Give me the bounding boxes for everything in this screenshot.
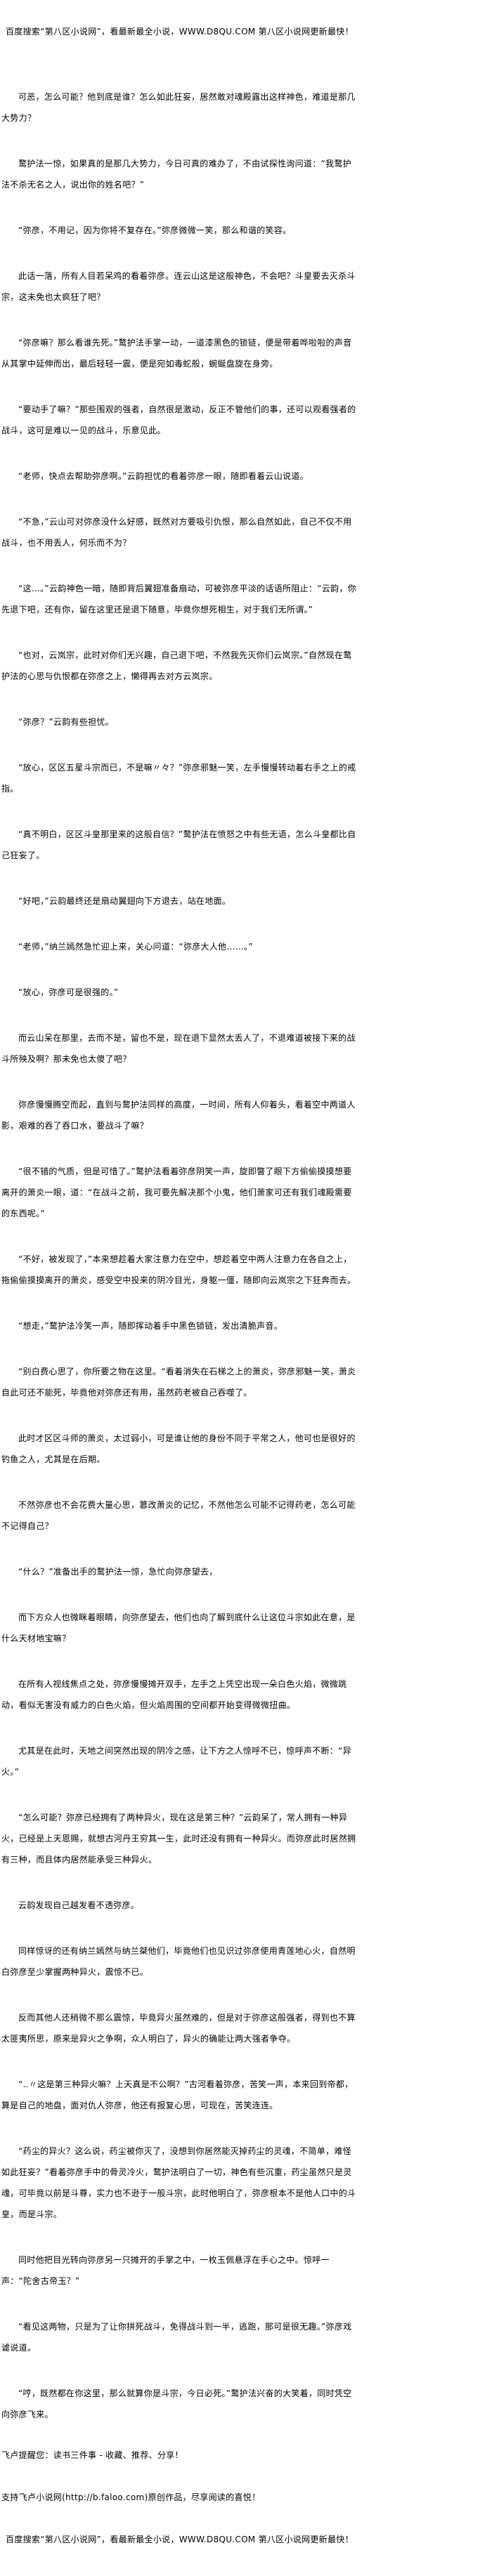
story-paragraph: “放心，区区五星斗宗而已，不是嘛〃々？”弥彦邪魅一笑，左手慢慢转动着右手之上的戒… xyxy=(1,763,356,794)
story-paragraph: 尤其是在此时，天地之间突然出现的阴冷之感，让下方之人惊呼不已，惊呼声不断：“异火… xyxy=(1,1746,351,1777)
story-paragraph: “不好，被发现了，”本来想趁着大家注意力在空中，想趁着空中两人注意力在各自之上，… xyxy=(1,1254,356,1285)
story-paragraph: 云韵发现自己越发看不透弥彦。 xyxy=(18,1900,140,1910)
story-paragraph: “弥彦？”云韵有些担忧。 xyxy=(18,717,115,727)
story-paragraph: “想走，”鹜护法冷笑一声，随即挥动着手中黑色锁链，发出清脆声音。 xyxy=(18,1321,283,1331)
story-paragraph: 而下方众人也微眯着眼睛，向弥彦望去，他们也向了解到底什么让这位斗宗如此在意，是什… xyxy=(1,1612,356,1643)
story-paragraph: “老师，快点去帮助弥彦啊。”云韵担忧的看着弥彦一眼，随即看着云山说道。 xyxy=(18,471,309,481)
story-paragraph: “什么？”准备出手的鹜护法一惊，急忙向弥彦望去， xyxy=(18,1567,218,1577)
story-paragraph: “哼，既然都在你这里，那么就算你是斗宗，今日必死。”鹜护法兴奋的大笑着，同时凭空… xyxy=(1,2388,352,2419)
story-paragraph: 不然弥彦也不会花费大量心思，篡改萧炎的记忆，不然他怎么可能不记得药老，怎么可能不… xyxy=(1,1500,356,1531)
story-paragraph: 此时才区区斗师的萧炎，太过弱小，可是谁让他的身份不同于平常之人，他可也是很好的钓… xyxy=(1,1433,356,1464)
story-paragraph: 在所有人视线焦点之处，弥彦慢慢摊开双手，左手之上凭空出现一朵白色火焰，微微跳动，… xyxy=(1,1679,347,1710)
story-paragraph: “弥彦嘛？那么看谁先死。”鹜护法手掌一动，一道漆黑色的锁链，便是带着哗啦啦的声音… xyxy=(1,338,352,369)
story-paragraph: 同样惊讶的还有纳兰嫣然与纳兰桀他们，毕竟他们也见识过弥彦使用青莲地心火，自然明白… xyxy=(1,1946,356,1977)
story-paragraph: “要动手了嘛？”那些围观的强者，自然很是激动，反正不管他们的事，还可以观看强者的… xyxy=(1,405,356,435)
story-paragraph: 可恶，怎么可能？他到底是谁？怎么如此狂妄，居然敢对魂殿露出这样神色，难道是那几大… xyxy=(1,92,356,123)
reading-reminder: 飞卢提醒您：读书三件事 - 收藏、推荐、分享！ xyxy=(1,2450,183,2460)
story-paragraph: “‥〃这是第三种异火嘛？上天真是不公啊？”古河看着弥彦，苦笑一声，本来回到帝都，… xyxy=(1,2079,354,2110)
story-paragraph: 此话一落，所有人目若呆鸡的看着弥彦。连云山这是这般神色，不会吧？斗皇要去灭杀斗宗… xyxy=(1,271,356,302)
story-paragraph: “这…。”云韵神色一暗，随即背后翼翅准备扇动，可被弥彦平淡的话语所阻止：“云韵，… xyxy=(1,584,356,615)
story-paragraph: “别白费心思了，你所要之物在这里。“看着消失在石梯之上的萧炎，弥彦邪魅一笑，萧炎… xyxy=(1,1367,356,1398)
support-notice: 支持飞卢小说网(http://b.faloo.com)原创作品，尽享阅读的喜悦！ xyxy=(1,2492,261,2502)
story-paragraph: “很不错的气质，但是可惜了。”鹜护法看着弥彦阴笑一声，旋即瞥了眼下方偷偷摸摸想要… xyxy=(1,1167,352,1218)
story-paragraph: “真不明白，区区斗皇那里来的这般自信？”鹜护法在愤怒之中有些无语，怎么斗皇都比自… xyxy=(1,829,356,860)
story-paragraph: “弥彦，不用记，因为你将不复存在。”弥彦微微一笑，那么和谐的笑容。 xyxy=(18,225,292,235)
story-paragraph: 同时他把目光转向弥彦另一只摊开的手掌之中，一枚玉佩悬浮在手心之中。惊呼一声：“陀… xyxy=(1,2255,330,2286)
story-paragraph: “药尘的异火？这么说，药尘被你灭了，没想到你居然能灭掉药尘的灵魂，不简单，难怪如… xyxy=(1,2146,356,2219)
story-paragraph: “放心，弥彦可是很强的。” xyxy=(18,987,119,997)
site-banner-bottom: 百度搜索“第八区小说网”，看最新最全小说，WWW.D8QU.COM 第八区小说网… xyxy=(6,2535,354,2544)
story-paragraph: 反而其他人还稍微不那么震惊，毕竟异火虽然难的，但是对于弥彦这般强者，得到也不算太… xyxy=(1,2013,356,2044)
story-paragraph: “好吧，”云韵最终还是扇动翼翅向下方退去，站在地面。 xyxy=(18,896,231,906)
chapter-content: 可恶，怎么可能？他到底是谁？怎么如此狂妄，居然敢对魂殿露出这样神色，难道是那几大… xyxy=(1,86,356,2425)
story-paragraph: “老师，”纳兰嫣然急忙迎上来，关心问道：“弥彦大人他……。” xyxy=(18,942,253,952)
story-paragraph: “看见这两物，只是为了让你拼死战斗，免得战斗到一半，逃跑，那可是很无趣。”弥彦戏… xyxy=(1,2322,352,2353)
story-paragraph: 弥彦慢慢腾空而起，直到与鹜护法同样的高度，一时间，所有人仰着头，看着空中两道人影… xyxy=(1,1100,356,1131)
story-paragraph: 鹜护法一惊，如果真的是那几大势力，今日可真的难办了，不由试探性询问道：“我鹜护法… xyxy=(1,159,351,190)
story-paragraph: “怎么可能？弥彦已经拥有了两种异火，现在这是第三种？”云韵呆了，常人拥有一种异火… xyxy=(1,1813,356,1865)
site-banner-top: 百度搜索“第八区小说网”，看最新最全小说，WWW.D8QU.COM 第八区小说网… xyxy=(6,27,354,37)
story-paragraph: 而云山呆在那里，去而不是，留也不是，现在退下显然太丢人了，不退难道被接下来的战斗… xyxy=(1,1033,356,1064)
story-paragraph: “也对，云岚宗，此时对你们无兴趣，自己退下吧，不然我先灭你们云岚宗。”自然现在鹜… xyxy=(1,650,352,681)
chapter-footer: 飞卢提醒您：读书三件事 - 收藏、推荐、分享！ 支持飞卢小说网(http://b… xyxy=(1,2450,356,2545)
story-paragraph: “不急，”云山可对弥彦没什么好感，既然对方要吸引仇恨，那么自然如此，自己不仅不用… xyxy=(1,517,352,548)
chapter-page: 百度搜索“第八区小说网”，看最新最全小说，WWW.D8QU.COM 第八区小说网… xyxy=(1,27,356,2545)
